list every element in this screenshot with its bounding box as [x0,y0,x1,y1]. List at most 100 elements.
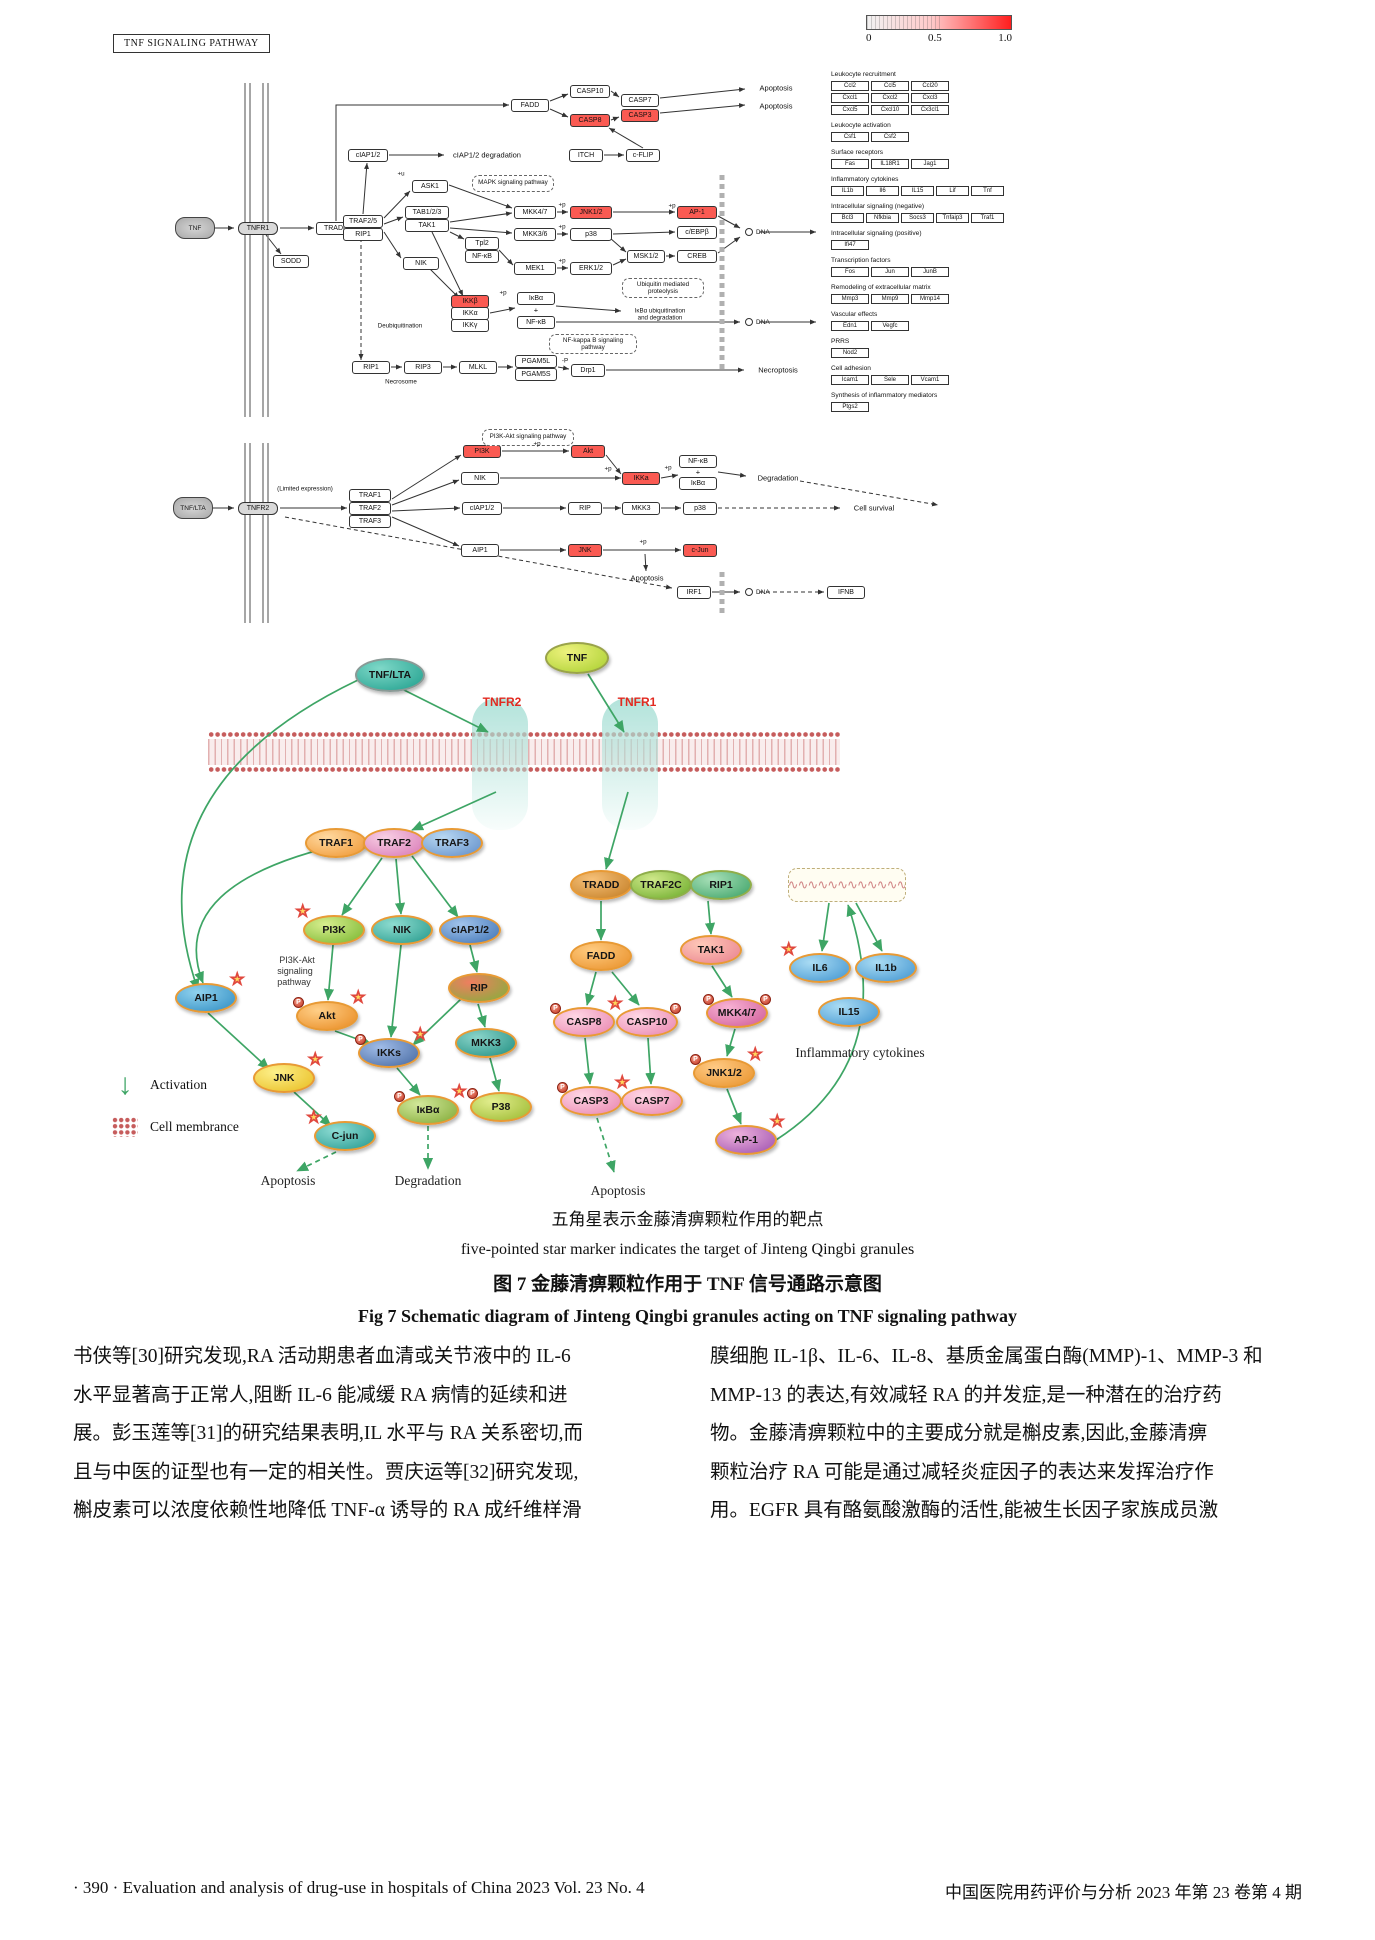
body-text-line: 颗粒治疗 RA 可能是通过减轻炎症因子的表达来发挥治疗作 [710,1461,1214,1483]
schematic-label-Inflammatory cytokines: Inflammatory cytokines [795,1045,925,1060]
colorbar-labels: 0 0.5 1.0 [866,32,1012,44]
gene-box-SODD: SODD [273,254,309,268]
phosphorylation-badge: P [467,1088,478,1099]
node-label: cIAP1/2 [451,924,489,936]
target-star-icon: ★ [615,1074,630,1091]
gene-box-MKK3: MKK3 [622,501,660,515]
node-label: FADD [586,950,616,962]
node-label: IL1b [875,962,897,974]
gene-box-RIP: RIP [568,501,602,515]
phosphorylation-badge: P [550,1003,561,1014]
gene-box-IL15: IL15 [901,186,934,196]
gene-box-Akt: Akt [571,444,605,458]
node-label: TRAF2 [377,837,411,849]
gene-box-Socs3: Socs3 [901,213,934,223]
gene-box-IKKa: IKKa [622,471,660,485]
kegg-annotation: -P [561,357,569,365]
gene-box-cIAP1/2: cIAP1/2 [348,148,388,162]
gene-box-Mmp14: Mmp14 [911,294,949,304]
gene-box-MLKL: MLKL [459,360,497,374]
linked-pathway-box: Ubiquitin mediated proteolysis [622,278,704,298]
kegg-annotation: +p [664,464,672,472]
node-label: TRAF2C [640,879,682,891]
kegg-annotation: IκBα ubiquitination [634,307,686,315]
linked-pathway-box: NF-kappa B signaling pathway [549,334,637,354]
gene-box-Tnf: Tnf [971,186,1004,196]
kegg-annotation: Apoptosis [759,83,793,93]
gene-box-PGAM5S: PGAM5S [515,367,557,381]
gene-box-Icam1: Icam1 [831,375,869,385]
phosphorylation-badge: P [394,1091,405,1102]
body-text-line: 展。彭玉莲等[31]的研究结果表明,IL 水平与 RA 关系密切,而 [73,1423,584,1444]
node-label: JNK [273,1072,295,1084]
kegg-annotation: +p [499,289,507,297]
figure-caption-block: 五角星表示金藤清痹颗粒作用的靶点 five-pointed star marke… [0,1205,1375,1327]
legend-activation-label: Activation [150,1077,207,1092]
node-JNK: JNK★ [253,1051,323,1093]
gene-box-FADD: FADD [511,98,549,112]
gene-group-title: Leukocyte activation [831,122,891,129]
node-JNK1/2: JNK1/2★P [690,1046,763,1088]
gene-box-c-FLIP: c-FLIP [626,148,660,162]
gene-box-NIK: NIK [461,471,499,485]
caption-note-zh: 五角星表示金藤清痹颗粒作用的靶点 [551,1210,824,1229]
gene-box-TAB1/2/3: TAB1/2/3 [405,205,449,219]
gene-box-ITCH: ITCH [569,148,603,162]
node-label: TNF [566,652,588,664]
phosphorylation-badge: P [557,1082,568,1093]
gene-box-NF-κB: NF-κB [517,315,555,329]
gene-box-TRAF2/5: TRAF2/5 [343,214,383,228]
node-IL1b: IL1b [855,953,917,983]
schematic-label-TNFR1: TNFR1 [617,695,657,709]
gene-box-Ccl5: Ccl5 [871,81,909,91]
gene-box-Sele: Sele [871,375,909,385]
kegg-annotation: Degradation [757,473,799,483]
kegg-annotation: (Limited expression) [277,485,333,493]
gene-group-title: Leukocyte recruitment [831,71,896,78]
gene-box-PGAM5L: PGAM5L [515,354,557,368]
node-label: IL6 [812,962,828,974]
target-star-icon: ★ [608,995,623,1012]
kegg-annotation: Apoptosis [630,573,664,583]
gene-box-Cxcl1: Cxcl1 [831,93,869,103]
node-FADD: FADD [570,941,632,971]
node-label: TRADD [582,879,620,891]
phosphorylation-badge: P [355,1034,366,1045]
gene-box-Il6: Il6 [866,186,899,196]
gene-box-Csf1: Csf1 [831,132,869,142]
dna-label: DNA [756,319,770,326]
kegg-annotation: +p [639,538,647,546]
legend-activation-row: ↓ Activation [108,1068,239,1102]
gene-box-Drp1: Drp1 [571,363,605,377]
gene-box-PI3K: PI3K [463,444,501,458]
node-CASP3: CASP3★P [557,1074,630,1116]
colorbar-gradient [866,15,1012,30]
node-label: AIP1 [194,992,218,1004]
schematic-tnf-figure: ∿∿∿∿∿∿∿∿∿∿∿∿∿∿ TNF/LTATNFTRAF1TRAF2TRAF3… [100,640,1060,1202]
gene-box-Tpl2: Tpl2 [465,236,499,250]
phosphorylation-badge: P [703,994,714,1005]
dna-marker: DNA [745,588,770,596]
caption-fig-zh: 图 7 金藤清痹颗粒作用于 TNF 信号通路示意图 [493,1274,882,1295]
node-label: IκBα [416,1104,440,1116]
gene-box-CREB: CREB [677,249,717,263]
gene-box-Cxcl5: Cxcl5 [831,105,869,115]
schematic-edges-layer [180,673,883,1173]
receptor-TNF/LTA: TNF/LTA [173,497,213,519]
gene-box-TNFR2: TNFR2 [238,501,278,515]
gene-box-TRAF2: TRAF2 [349,501,391,515]
body-text-line: 用。EGFR 具有酪氨酸激酶的活性,能被生长因子家族成员激 [710,1500,1219,1521]
receptor-TNF: TNF [175,217,215,239]
gene-box-p38: p38 [683,501,717,515]
gene-box-Cxcl3: Cxcl3 [911,93,949,103]
node-CASP7: CASP7 [621,1086,683,1116]
kegg-annotation: Necroptosis [758,365,798,375]
body-column-right: 膜细胞 IL-1β、IL-6、IL-8、基质金属蛋白酶(MMP)-1、MMP-3… [710,1338,1310,1531]
dna-marker: DNA [745,228,770,236]
gene-box-Fos: Fos [831,267,869,277]
gene-box-MKK4/7: MKK4/7 [514,205,556,219]
